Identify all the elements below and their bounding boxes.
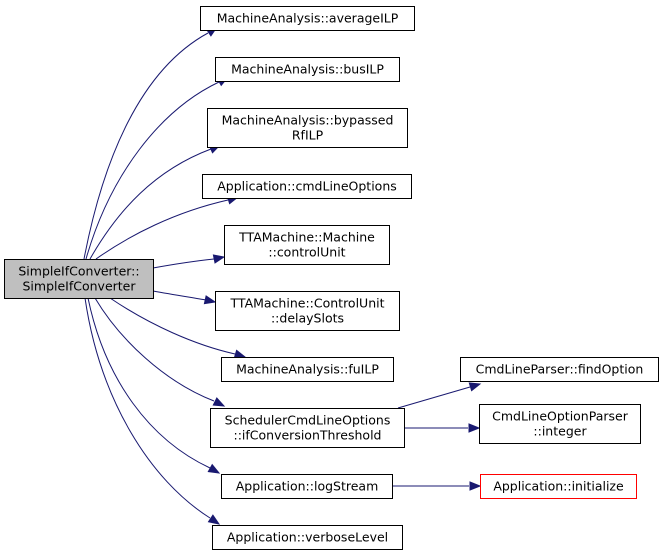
edge-arrowhead xyxy=(468,423,481,433)
edge-root-to-bypassed-rf-ilp xyxy=(89,144,222,260)
node-label-line: ::delaySlots xyxy=(271,311,344,326)
node-label-line: RfILP xyxy=(292,128,324,143)
node-box xyxy=(460,357,659,382)
node-box xyxy=(200,6,415,31)
node-box xyxy=(215,291,400,331)
node-label-line: ::integer xyxy=(533,424,587,439)
edge-line xyxy=(85,81,220,260)
edge-line xyxy=(152,258,215,269)
node-box xyxy=(4,259,154,299)
node-log-stream[interactable]: Application::logStream xyxy=(221,474,393,499)
edge-root-to-delay-slots xyxy=(152,290,217,305)
node-fu-ilp[interactable]: MachineAnalysis::fuILP xyxy=(221,357,394,382)
node-label-line: Application::initialize xyxy=(493,479,624,494)
edge-line xyxy=(83,32,209,260)
node-root[interactable]: SimpleIfConverter::SimpleIfConverter xyxy=(4,259,154,299)
node-initialize[interactable]: Application::initialize xyxy=(480,474,637,499)
edge-arrowhead xyxy=(207,463,221,474)
node-label-line: Application::verboseLevel xyxy=(227,530,388,545)
edge-arrowhead xyxy=(212,397,226,407)
edge-root-to-average-ilp xyxy=(83,26,219,260)
node-delay-slots[interactable]: TTAMachine::ControlUnit::delaySlots xyxy=(215,291,400,331)
edge-root-to-if-conversion-threshold xyxy=(94,297,226,407)
node-bus-ilp[interactable]: MachineAnalysis::busILP xyxy=(215,57,400,82)
node-label-line: Application::logStream xyxy=(236,479,379,494)
edge-line xyxy=(397,386,471,409)
node-verbose-level[interactable]: Application::verboseLevel xyxy=(212,525,403,550)
edge-arrowhead xyxy=(468,382,482,392)
edge-line xyxy=(89,148,212,260)
edge-root-to-verbose-level xyxy=(84,297,221,525)
node-label-line: ::controlUnit xyxy=(268,245,345,260)
node-box xyxy=(212,525,403,550)
edge-root-to-cmd-line-options xyxy=(95,195,240,260)
edge-arrowhead xyxy=(207,514,221,525)
node-box xyxy=(215,57,400,82)
node-box xyxy=(221,474,393,499)
node-label-line: MachineAnalysis::fuILP xyxy=(236,362,379,377)
node-label-line: SimpleIfConverter xyxy=(22,279,136,294)
node-label-line: ::ifConversionThreshold xyxy=(234,428,382,443)
node-label-line: SimpleIfConverter:: xyxy=(18,264,139,279)
node-if-conversion-threshold[interactable]: SchedulerCmdLineOptions::ifConversionThr… xyxy=(210,408,405,448)
edge-root-to-control-unit xyxy=(152,254,226,269)
node-label-line: CmdLineParser::findOption xyxy=(476,362,644,377)
node-box xyxy=(224,225,390,265)
edge-line xyxy=(84,297,211,519)
node-control-unit[interactable]: TTAMachine::Machine::controlUnit xyxy=(224,225,390,265)
node-label-line: MachineAnalysis::averageILP xyxy=(217,11,399,26)
edge-line xyxy=(95,199,229,260)
node-box xyxy=(207,108,408,148)
node-box xyxy=(480,474,637,499)
edge-arrowhead xyxy=(469,481,482,491)
node-box xyxy=(210,408,405,448)
node-box xyxy=(202,174,412,199)
edge-if-conversion-threshold-to-find-option xyxy=(397,382,482,409)
edge-root-to-log-stream xyxy=(87,297,221,474)
node-label-line: MachineAnalysis::busILP xyxy=(231,62,384,77)
edge-log-stream-to-initialize xyxy=(392,481,482,491)
node-box xyxy=(221,357,394,382)
node-label-line: SchedulerCmdLineOptions xyxy=(225,413,391,428)
edge-line xyxy=(152,290,207,301)
graph-nodes: SimpleIfConverter::SimpleIfConverterMach… xyxy=(4,6,659,550)
node-label-line: TTAMachine::ControlUnit xyxy=(229,296,384,311)
edge-arrowhead xyxy=(233,349,247,359)
node-label-line: CmdLineOptionParser xyxy=(492,409,629,424)
node-label-line: MachineAnalysis::bypassed xyxy=(222,113,394,128)
node-find-option[interactable]: CmdLineParser::findOption xyxy=(460,357,659,382)
edge-arrowhead xyxy=(212,254,226,264)
node-box xyxy=(479,404,641,444)
node-integer[interactable]: CmdLineOptionParser::integer xyxy=(479,404,641,444)
node-label-line: Application::cmdLineOptions xyxy=(217,179,397,194)
edge-line xyxy=(109,297,236,355)
node-average-ilp[interactable]: MachineAnalysis::averageILP xyxy=(200,6,415,31)
edge-line xyxy=(87,297,211,469)
edge-line xyxy=(94,297,215,402)
node-label-line: TTAMachine::Machine xyxy=(238,230,375,245)
node-cmd-line-options[interactable]: Application::cmdLineOptions xyxy=(202,174,412,199)
edge-arrowhead xyxy=(203,295,217,305)
edge-if-conversion-threshold-to-integer xyxy=(404,423,481,433)
